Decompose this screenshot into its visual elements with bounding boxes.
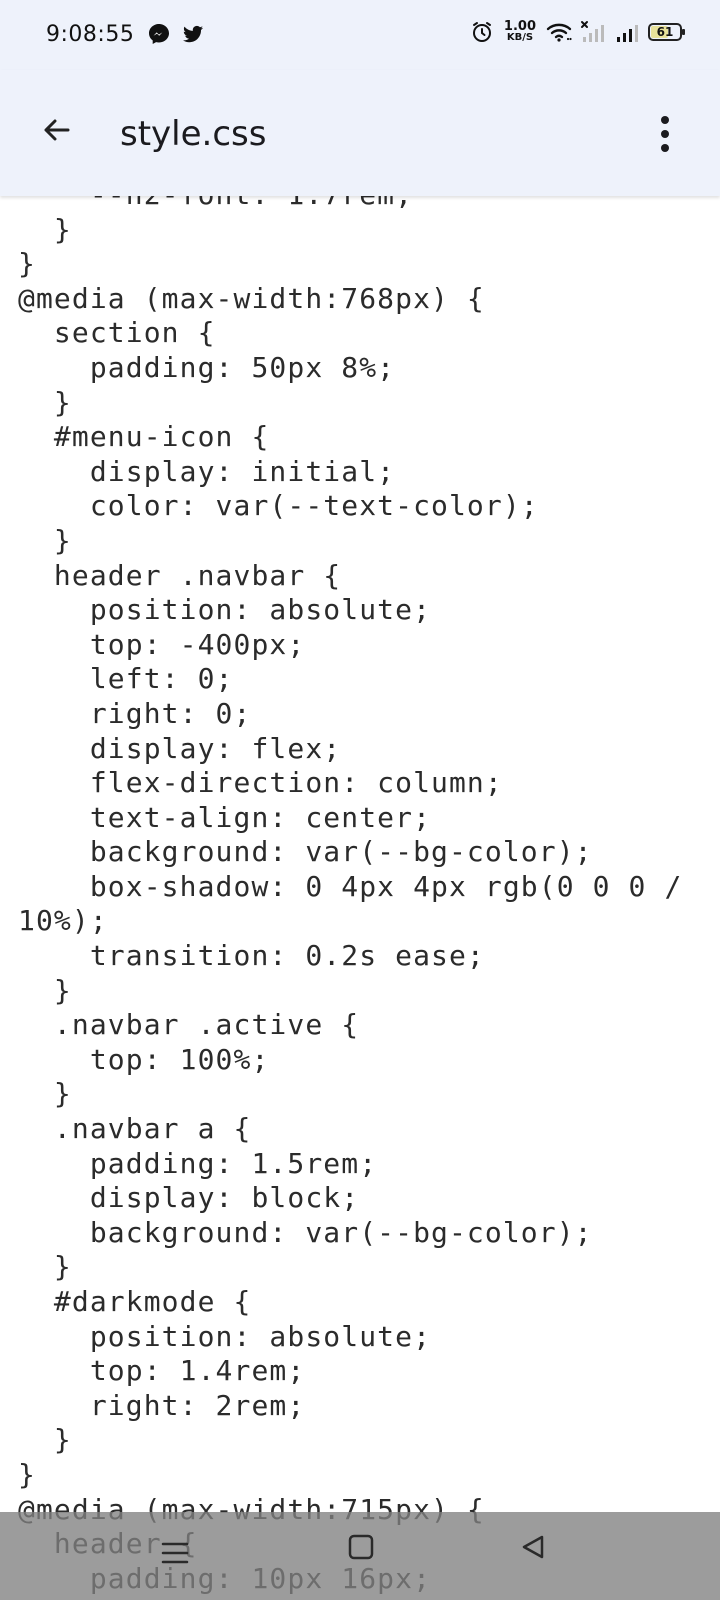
more-vert-icon bbox=[661, 116, 669, 124]
status-right-icons: 1.00 KB/S bbox=[470, 19, 685, 44]
battery-fill bbox=[651, 26, 668, 38]
app-bar: style.css bbox=[0, 70, 720, 196]
system-navigation-bar bbox=[0, 1512, 720, 1600]
code-text: --h2-font: 1.7rem; } } @media (max-width… bbox=[18, 196, 683, 1595]
more-options-button[interactable] bbox=[650, 106, 680, 162]
page-title: style.css bbox=[120, 114, 267, 154]
code-viewer[interactable]: --h2-font: 1.7rem; } } @media (max-width… bbox=[0, 196, 720, 1600]
back-button[interactable] bbox=[32, 108, 80, 156]
back-triangle-icon bbox=[518, 1532, 548, 1566]
arrow-left-icon bbox=[38, 112, 74, 152]
more-vert-icon-dot bbox=[661, 130, 669, 138]
signal-icon bbox=[580, 20, 604, 44]
signal-icon bbox=[614, 20, 638, 44]
recent-apps-button[interactable] bbox=[150, 1530, 200, 1580]
alarm-icon bbox=[470, 20, 494, 44]
status-time: 9:08:55 bbox=[46, 22, 135, 47]
messenger-icon bbox=[147, 22, 171, 46]
network-speed-value: 1.00 bbox=[503, 19, 536, 34]
nav-back-button[interactable] bbox=[516, 1532, 550, 1566]
wifi-icon bbox=[546, 20, 572, 44]
battery-level: 61 bbox=[656, 25, 674, 39]
menu-icon bbox=[157, 1535, 193, 1575]
network-speed-unit: KB/S bbox=[506, 32, 534, 43]
home-icon bbox=[346, 1532, 376, 1566]
network-speed: 1.00 KB/S bbox=[503, 19, 536, 43]
more-vert-icon-dot bbox=[661, 144, 669, 152]
status-bar: 9:08:55 bbox=[0, 0, 720, 70]
battery-indicator: 61 bbox=[648, 23, 685, 41]
twitter-icon bbox=[181, 22, 205, 46]
status-left-icons bbox=[147, 22, 205, 46]
home-button[interactable] bbox=[344, 1532, 378, 1566]
